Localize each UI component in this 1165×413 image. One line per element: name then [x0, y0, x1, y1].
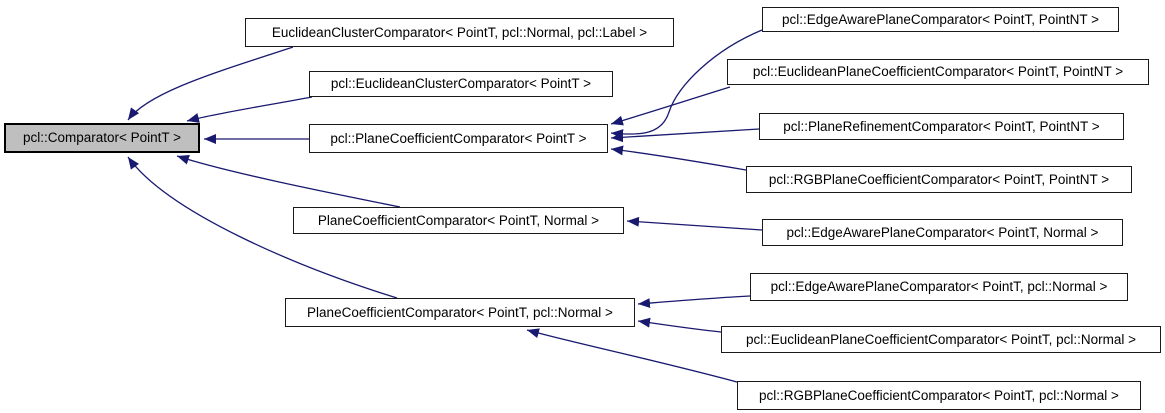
edge-pcl-edge-aware-plane-comparator-normal-to-plane-coefficient-comparator-normal	[626, 216, 763, 231]
node-pcl-edge-aware-plane-comparator-pointnt[interactable]: pcl::EdgeAwarePlaneComparator< PointT, P…	[762, 7, 1119, 32]
edge-plane-coefficient-comparator-normal-to-comparator	[176, 154, 401, 208]
edge-pcl-euclidean-plane-coefficient-comparator-pointnt-to-pcl-plane-coefficient-comparator	[610, 86, 731, 126]
edge-plane-coefficient-comparator-pcl-normal-to-comparator	[127, 156, 398, 299]
edge-euclidean-cluster-comparator-normal-label-to-comparator	[127, 46, 294, 121]
node-pcl-rgb-plane-coefficient-comparator-pcl-normal[interactable]: pcl::RGBPlaneCoefficientComparator< Poin…	[737, 381, 1141, 410]
node-pcl-euclidean-plane-coefficient-comparator-pcl-normal[interactable]: pcl::EuclideanPlaneCoefficientComparator…	[721, 326, 1161, 353]
edge-pcl-plane-refinement-comparator-pointnt-to-pcl-plane-coefficient-comparator	[610, 128, 760, 143]
node-comparator: pcl::Comparator< PointT >	[4, 123, 200, 153]
node-pcl-plane-refinement-comparator-pointnt[interactable]: pcl::PlaneRefinementComparator< PointT, …	[759, 113, 1124, 140]
node-plane-coefficient-comparator-normal[interactable]: PlaneCoefficientComparator< PointT, Norm…	[293, 207, 624, 234]
edge-pcl-rgb-plane-coefficient-comparator-pcl-normal-to-plane-coefficient-comparator-pcl-normal	[526, 328, 738, 383]
node-plane-coefficient-comparator-pcl-normal[interactable]: PlaneCoefficientComparator< PointT, pcl:…	[285, 298, 635, 327]
node-pcl-rgb-plane-coefficient-comparator-pointnt[interactable]: pcl::RGBPlaneCoefficientComparator< Poin…	[746, 166, 1132, 193]
edge-pcl-edge-aware-plane-comparator-pcl-normal-to-plane-coefficient-comparator-pcl-normal	[637, 295, 751, 309]
edge-pcl-rgb-plane-coefficient-comparator-pointnt-to-pcl-plane-coefficient-comparator	[610, 145, 747, 171]
node-pcl-euclidean-plane-coefficient-comparator-pointnt[interactable]: pcl::EuclideanPlaneCoefficientComparator…	[727, 59, 1149, 85]
edge-pcl-edge-aware-plane-comparator-pointnt-to-pcl-plane-coefficient-comparator	[610, 29, 763, 140]
node-pcl-euclidean-cluster-comparator[interactable]: pcl::EuclideanClusterComparator< PointT …	[309, 71, 613, 97]
edge-pcl-euclidean-plane-coefficient-comparator-pcl-normal-to-plane-coefficient-comparator-pcl-normal	[637, 317, 722, 333]
edge-pcl-euclidean-cluster-comparator-to-comparator	[186, 96, 313, 123]
node-pcl-edge-aware-plane-comparator-pcl-normal[interactable]: pcl::EdgeAwarePlaneComparator< PointT, p…	[750, 273, 1128, 301]
node-pcl-edge-aware-plane-comparator-normal[interactable]: pcl::EdgeAwarePlaneComparator< PointT, N…	[762, 219, 1123, 246]
node-euclidean-cluster-comparator-normal-label[interactable]: EuclideanClusterComparator< PointT, pcl:…	[245, 18, 674, 47]
node-pcl-plane-coefficient-comparator[interactable]: pcl::PlaneCoefficientComparator< PointT …	[309, 124, 608, 153]
